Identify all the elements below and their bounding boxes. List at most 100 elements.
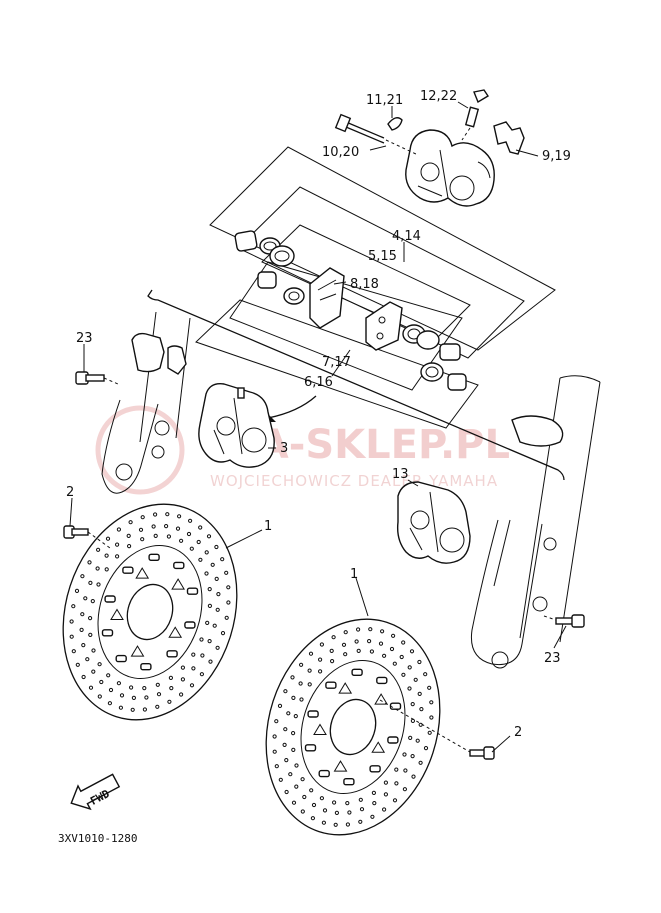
disc-vent-hole bbox=[104, 553, 109, 558]
callout-8-18: 8,18 bbox=[350, 277, 379, 292]
disc-vent-hole bbox=[294, 784, 299, 789]
disc-vent-hole bbox=[401, 672, 406, 677]
callout-4-14: 4,14 bbox=[392, 229, 421, 244]
disc-vent-hole bbox=[155, 704, 160, 709]
disc-carrier-cutout bbox=[374, 693, 388, 705]
disc-vent-hole bbox=[108, 687, 114, 693]
disc-vent-hole bbox=[334, 810, 339, 816]
disc-vent-hole bbox=[199, 672, 204, 677]
disc-vent-hole bbox=[278, 777, 283, 782]
callout-1-right: 1 bbox=[350, 567, 358, 582]
disc-vent-hole bbox=[298, 681, 303, 686]
disc-float-button bbox=[376, 676, 388, 685]
disc-vent-hole bbox=[272, 734, 277, 739]
disc-vent-hole bbox=[142, 686, 147, 691]
disc-vent-hole bbox=[81, 674, 86, 680]
callout-11-21: 11,21 bbox=[366, 93, 403, 108]
disc-vent-hole bbox=[191, 652, 196, 657]
disc-vent-hole bbox=[341, 642, 347, 647]
right-brake-disc bbox=[265, 618, 441, 836]
disc-vent-hole bbox=[207, 639, 212, 644]
drawing-code: 3XV1010-1280 bbox=[58, 832, 137, 845]
disc-vent-hole bbox=[153, 512, 158, 517]
disc-vent-hole bbox=[226, 585, 231, 590]
leader-lines bbox=[69, 101, 567, 753]
disc-vent-hole bbox=[220, 557, 225, 562]
disc-vent-hole bbox=[410, 702, 415, 707]
callout-5-15: 5,15 bbox=[368, 249, 397, 264]
disc-vent-hole bbox=[140, 515, 145, 520]
disc-vent-hole bbox=[87, 560, 92, 565]
callout-13: 13 bbox=[392, 467, 409, 482]
disc-vent-hole bbox=[128, 520, 133, 525]
disc-float-button bbox=[104, 595, 116, 603]
disc-vent-hole bbox=[402, 752, 407, 757]
disc-vent-hole bbox=[116, 681, 122, 686]
disc-vent-hole bbox=[423, 672, 428, 677]
disc-vent-hole bbox=[402, 787, 407, 792]
disc-vent-hole bbox=[180, 665, 185, 670]
disc-float-button bbox=[122, 566, 134, 574]
disc-vent-hole bbox=[307, 682, 312, 687]
disc-vent-hole bbox=[180, 677, 185, 682]
left-brake-disc bbox=[62, 503, 238, 721]
disc-carrier-cutout bbox=[338, 682, 353, 694]
disc-vent-hole bbox=[224, 570, 229, 575]
disc-vent-hole bbox=[156, 692, 162, 697]
disc-vent-hole bbox=[293, 714, 298, 719]
disc-vent-hole bbox=[294, 763, 299, 768]
disc-vent-hole bbox=[179, 692, 184, 697]
disc-vent-hole bbox=[164, 524, 169, 529]
disc-vent-hole bbox=[389, 646, 395, 652]
watermark: MA-SKLEP.PL WOJCIECHOWICZ DEALER YAMAHA bbox=[95, 405, 510, 495]
brake-pads bbox=[309, 267, 403, 351]
disc-vent-hole bbox=[129, 685, 134, 690]
disc-vent-hole bbox=[283, 727, 288, 732]
disc-vent-hole bbox=[189, 546, 194, 551]
disc-vent-hole bbox=[394, 781, 399, 786]
disc-vent-hole bbox=[321, 820, 326, 825]
disc-vent-hole bbox=[168, 675, 173, 681]
disc-vent-hole bbox=[382, 807, 387, 812]
disc-vent-hole bbox=[329, 648, 334, 654]
disc-vent-hole bbox=[81, 643, 86, 648]
disc-vent-hole bbox=[330, 659, 335, 664]
disc-float-button bbox=[343, 778, 355, 786]
disc-vent-hole bbox=[284, 789, 289, 795]
disc-vent-hole bbox=[291, 695, 296, 701]
disc-vent-hole bbox=[371, 790, 376, 796]
disc-vent-hole bbox=[382, 653, 387, 658]
disc-carrier-cutout bbox=[168, 626, 183, 638]
callout-6-16: 6,16 bbox=[304, 375, 333, 390]
disc-vent-hole bbox=[403, 768, 408, 773]
disc-vent-hole bbox=[380, 629, 385, 634]
disc-vent-hole bbox=[220, 631, 226, 636]
disc-vent-hole bbox=[88, 632, 93, 638]
disc-vent-hole bbox=[332, 800, 337, 805]
disc-vent-hole bbox=[71, 604, 76, 609]
disc-vent-hole bbox=[97, 662, 102, 667]
disc-vent-hole bbox=[116, 527, 122, 532]
disc-vent-hole bbox=[85, 657, 90, 662]
disc-vent-hole bbox=[368, 627, 373, 632]
disc-vent-hole bbox=[401, 640, 406, 645]
disc-vent-hole bbox=[188, 518, 193, 523]
disc-float-button bbox=[173, 561, 185, 570]
disc-vent-hole bbox=[214, 544, 219, 550]
disc-vent-hole bbox=[131, 695, 136, 701]
disc-vent-hole bbox=[356, 627, 361, 632]
watermark-logo bbox=[95, 405, 185, 495]
disc-vent-hole bbox=[318, 657, 323, 662]
disc-vent-hole bbox=[80, 574, 85, 579]
disc-vent-hole bbox=[299, 662, 304, 667]
disc-vent-hole bbox=[204, 571, 209, 576]
disc-vent-hole bbox=[369, 649, 374, 654]
disc-vent-hole bbox=[290, 675, 295, 680]
disc-vent-hole bbox=[307, 668, 312, 673]
disc-float-button bbox=[101, 629, 114, 637]
disc-vent-hole bbox=[367, 639, 372, 644]
disc-vent-hole bbox=[196, 539, 201, 545]
disc-vent-hole bbox=[177, 514, 182, 519]
disc-vent-hole bbox=[343, 652, 348, 657]
disc-vent-hole bbox=[302, 794, 307, 800]
